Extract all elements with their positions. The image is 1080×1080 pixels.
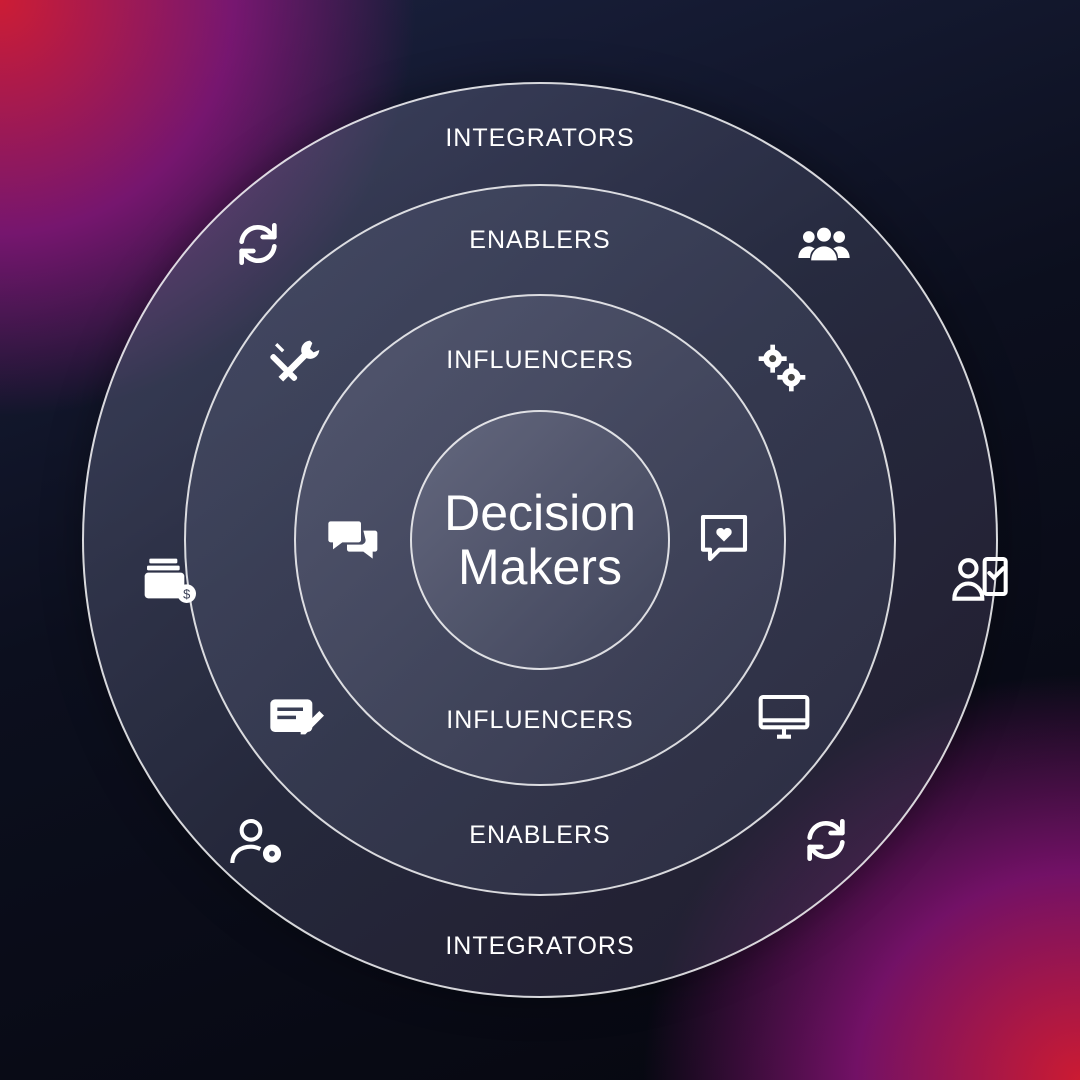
integrators-label-bottom: INTEGRATORS	[445, 932, 635, 960]
group-icon	[796, 216, 852, 272]
tools-icon	[268, 336, 324, 392]
user-check-icon	[952, 552, 1008, 608]
heart-comment-icon	[696, 510, 752, 566]
monitor-icon	[756, 690, 812, 746]
gears-icon	[754, 340, 810, 396]
edit-note-icon	[268, 690, 324, 746]
integrators-label-top: INTEGRATORS	[445, 124, 635, 152]
center-title: Decision Makers	[410, 486, 670, 594]
user-settings-icon	[230, 814, 286, 870]
chat-icon	[326, 512, 382, 568]
sync-icon	[230, 216, 286, 272]
wallet-dollar-icon: $	[140, 554, 196, 610]
influencers-label-top: INFLUENCERS	[446, 346, 634, 374]
sync-icon	[798, 812, 854, 868]
center-title-line2: Makers	[458, 539, 622, 595]
decision-makers-circle	[410, 410, 670, 670]
svg-text:$: $	[183, 586, 190, 601]
enablers-label-top: ENABLERS	[469, 226, 611, 254]
enablers-label-bottom: ENABLERS	[469, 821, 611, 849]
center-title-line1: Decision	[444, 485, 636, 541]
influencers-label-bottom: INFLUENCERS	[446, 706, 634, 734]
